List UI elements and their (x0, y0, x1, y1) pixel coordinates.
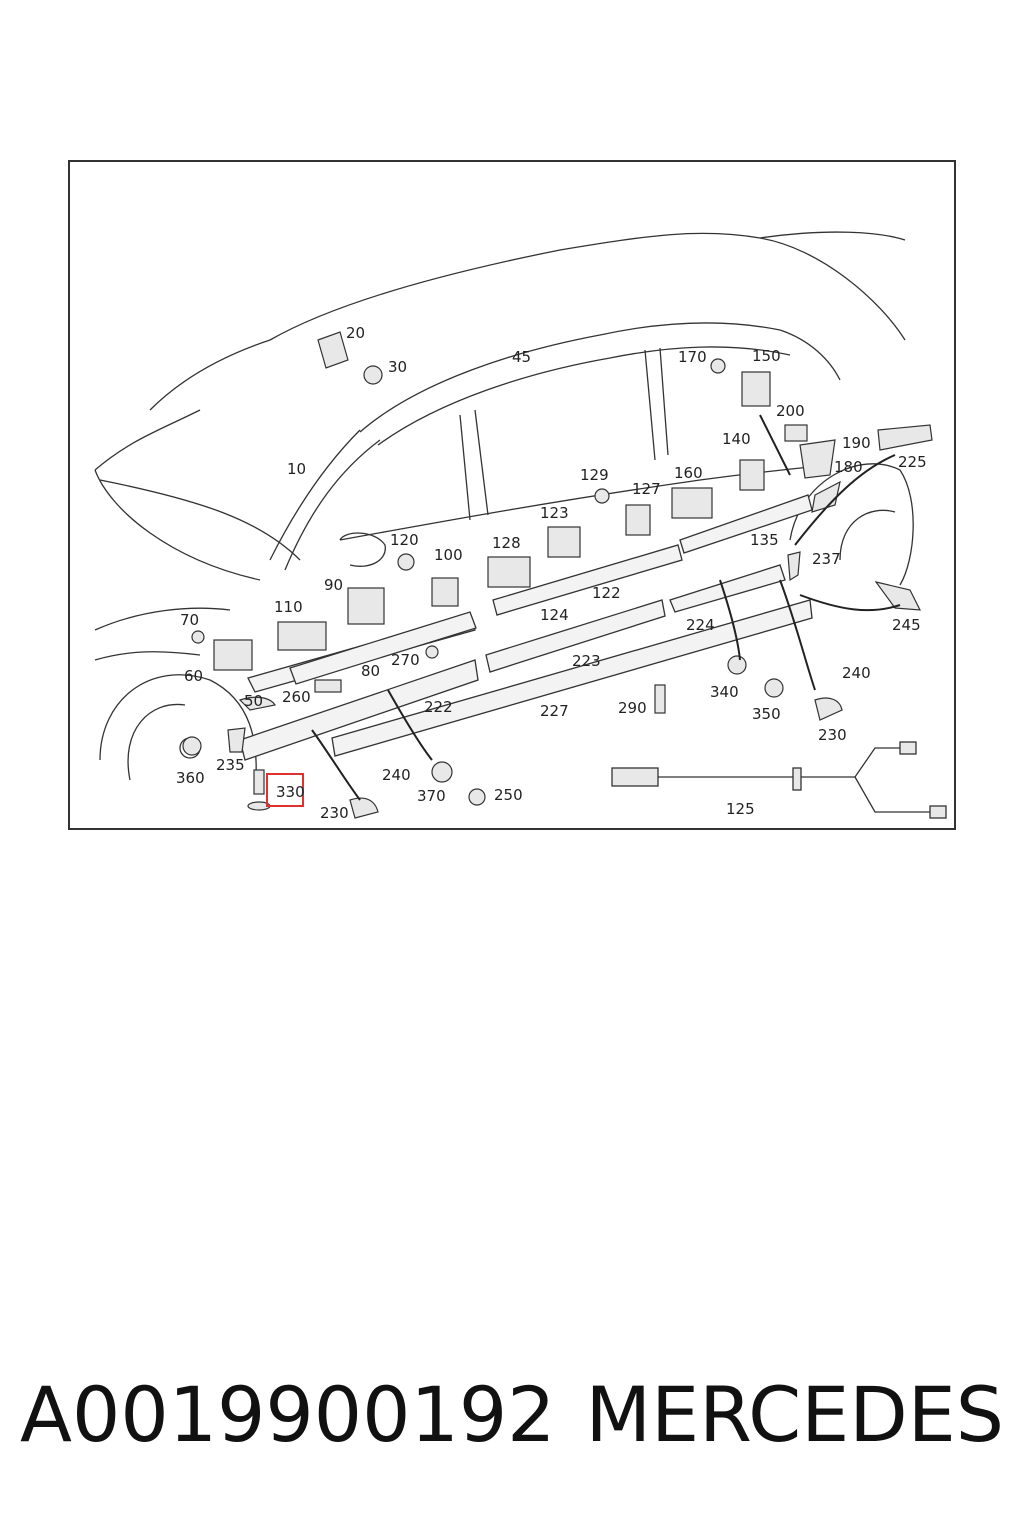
label-240-front: 240 (382, 766, 411, 784)
label-135: 135 (750, 531, 779, 549)
label-150: 150 (752, 347, 781, 365)
label-223: 223 (572, 652, 601, 670)
label-140: 140 (722, 430, 751, 448)
label-124: 124 (540, 606, 569, 624)
label-20: 20 (346, 324, 365, 342)
label-128: 128 (492, 534, 521, 552)
label-127: 127 (632, 480, 661, 498)
label-200: 200 (776, 402, 805, 420)
label-125: 125 (726, 800, 755, 818)
diagram-frame (68, 160, 956, 830)
label-225: 225 (898, 453, 927, 471)
label-230-rear: 230 (818, 726, 847, 744)
label-290: 290 (618, 699, 647, 717)
label-160: 160 (674, 464, 703, 482)
label-70: 70 (180, 611, 199, 629)
footer: A0019900192 MERCEDES (20, 1370, 1004, 1480)
label-340: 340 (710, 683, 739, 701)
highlight-box (266, 773, 304, 807)
brand-name: MERCEDES (585, 1370, 1004, 1459)
label-90: 90 (324, 576, 343, 594)
part-labels: 10 20 30 45 50 60 70 80 90 100 110 120 1… (176, 324, 927, 822)
label-222: 222 (424, 698, 453, 716)
label-180: 180 (834, 458, 863, 476)
label-270: 270 (391, 651, 420, 669)
label-350: 350 (752, 705, 781, 723)
label-120: 120 (390, 531, 419, 549)
label-122: 122 (592, 584, 621, 602)
parts-diagram: 10 20 30 45 50 60 70 80 90 100 110 120 1… (94, 231, 947, 822)
label-190: 190 (842, 434, 871, 452)
label-330: 330 (276, 783, 305, 801)
car-outline (94, 231, 914, 791)
label-230-front: 230 (320, 804, 349, 822)
label-360: 360 (176, 769, 205, 787)
leader-lines (311, 414, 901, 801)
label-245: 245 (892, 616, 921, 634)
label-110: 110 (274, 598, 303, 616)
small-parts (182, 331, 933, 819)
label-50: 50 (244, 692, 263, 710)
label-240-rear: 240 (842, 664, 871, 682)
part-number: A0019900192 (20, 1370, 556, 1459)
label-250: 250 (494, 786, 523, 804)
label-224: 224 (686, 616, 715, 634)
label-235: 235 (216, 756, 245, 774)
label-260: 260 (282, 688, 311, 706)
label-370: 370 (417, 787, 446, 805)
wire-harness (611, 741, 947, 819)
label-170: 170 (678, 348, 707, 366)
label-237: 237 (812, 550, 841, 568)
label-227: 227 (540, 702, 569, 720)
label-100: 100 (434, 546, 463, 564)
label-10: 10 (287, 460, 306, 478)
label-60: 60 (184, 667, 203, 685)
label-129: 129 (580, 466, 609, 484)
label-30: 30 (388, 358, 407, 376)
label-45: 45 (512, 348, 531, 366)
label-123: 123 (540, 504, 569, 522)
trim-strips (239, 494, 813, 761)
label-80: 80 (361, 662, 380, 680)
